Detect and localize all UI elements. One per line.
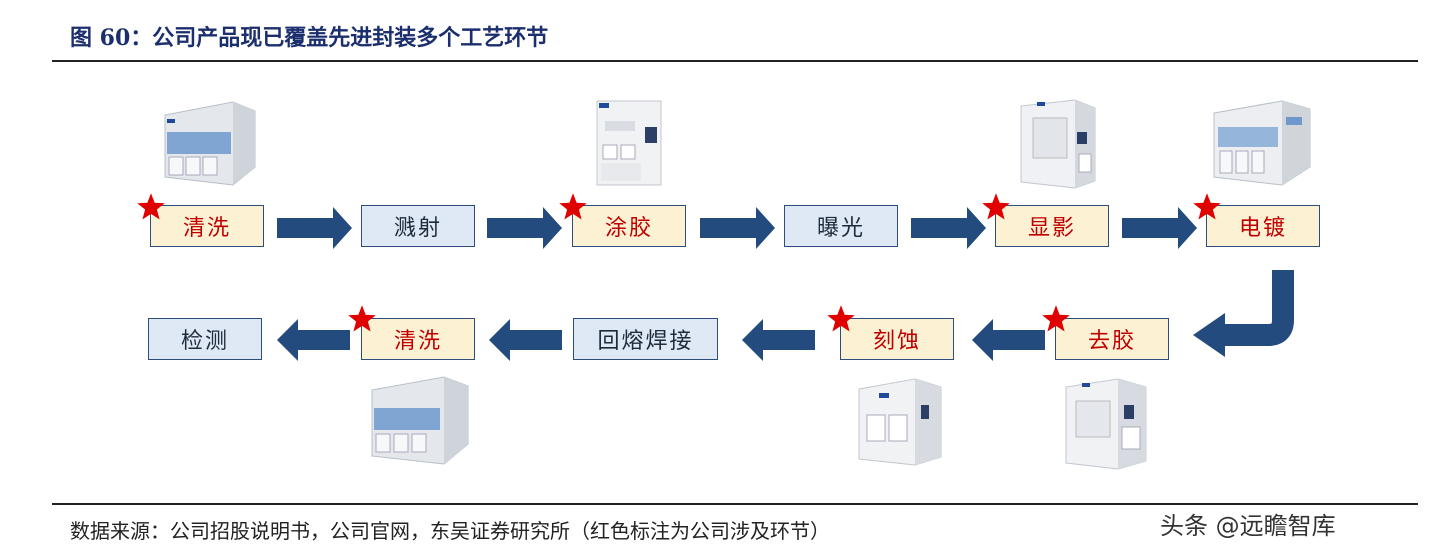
developer-machine-image [1020,99,1096,189]
bottom-rule [52,503,1418,505]
arrow-right-3 [700,207,775,249]
step-inspection: 检测 [148,318,262,360]
figure-title: 图 60：公司产品现已覆盖先进封装多个工艺环节 [70,25,549,51]
cleaning-machine-image [164,101,256,186]
arrow-right-4 [911,207,986,249]
watermark: 头条 @远瞻智库 [1160,512,1336,540]
top-rule [52,60,1418,62]
coater-machine-image [596,100,662,186]
arrow-right-1 [277,207,352,249]
step-sputtering: 溅射 [361,205,475,247]
step-etching: 刻蚀 [840,318,954,360]
arrow-left-1 [972,319,1045,361]
arrow-left-3 [489,319,562,361]
step-cleaning: 清洗 [150,205,264,247]
step-exposure: 曝光 [784,205,898,247]
plating-machine-image [1213,100,1311,186]
arrow-uturn [1222,270,1294,346]
arrow-left-4 [277,319,350,361]
step-coating: 涂胶 [572,205,686,247]
cleaning-machine-image-2 [371,376,469,465]
step-photoresist-stripping: 去胶 [1055,318,1169,360]
stripper-machine-image [1065,378,1147,470]
arrow-left-2 [742,319,815,361]
arrow-right-5 [1122,207,1197,249]
step-reflow-soldering: 回熔焊接 [573,318,718,360]
etching-machine-image [858,378,942,466]
step-electroplating: 电镀 [1206,205,1320,247]
data-source-note: 数据来源：公司招股说明书，公司官网，东吴证券研究所（红色标注为公司涉及环节） [70,519,830,543]
step-developing: 显影 [995,205,1109,247]
step-cleaning-2: 清洗 [361,318,475,360]
arrow-right-2 [487,207,562,249]
